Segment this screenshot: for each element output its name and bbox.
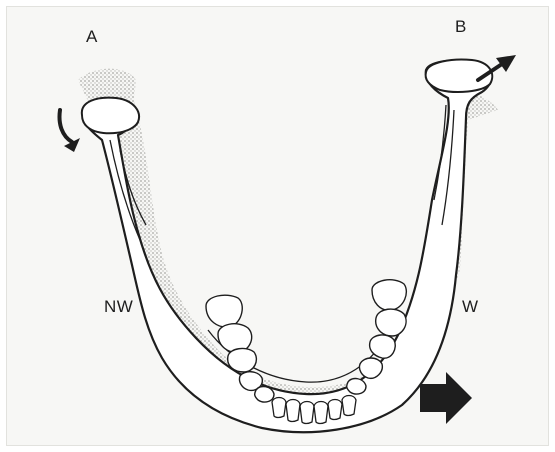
tooth (314, 402, 328, 424)
tooth (372, 280, 406, 311)
tooth (328, 400, 342, 420)
tooth (218, 324, 252, 353)
label-nw: NW (104, 297, 133, 317)
label-a: A (86, 27, 98, 47)
tooth (206, 295, 242, 327)
rotation-arrow-a (60, 110, 73, 142)
tooth (376, 309, 406, 336)
displacement-arrow (420, 372, 472, 424)
tooth (228, 349, 257, 372)
tooth (347, 379, 366, 394)
tooth (255, 387, 274, 402)
label-w: W (462, 297, 479, 317)
tooth (272, 398, 286, 418)
tooth (342, 396, 356, 416)
tooth (359, 358, 382, 378)
left-condyle (82, 98, 139, 134)
arrow-b-head (496, 55, 516, 72)
label-b: B (455, 17, 467, 37)
tooth (300, 402, 314, 424)
tooth (286, 400, 300, 422)
